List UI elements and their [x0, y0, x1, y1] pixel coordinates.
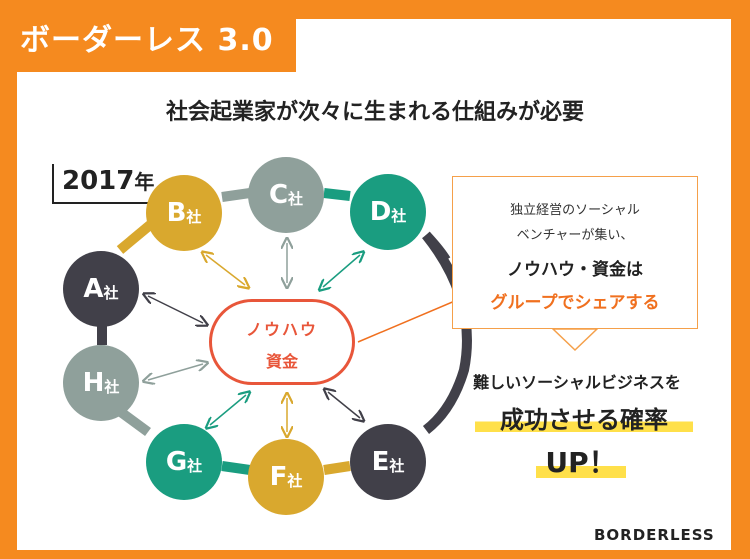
node-d-suffix: 社: [391, 206, 407, 225]
node-a-letter: A: [83, 274, 104, 304]
node-a-suffix: 社: [103, 283, 119, 302]
node-e-letter: E: [371, 447, 390, 477]
arrow-g: [210, 395, 246, 425]
connector-a-b: [116, 221, 154, 254]
connector-e-f: [323, 461, 351, 475]
node-c-suffix: 社: [288, 189, 304, 208]
node-f-suffix: 社: [287, 471, 303, 490]
node-f-letter: F: [269, 462, 288, 492]
hub-line-2: 資金: [265, 352, 298, 371]
callout-line-1: 独立経営のソーシャル: [510, 203, 640, 218]
arrow-e: [328, 392, 360, 418]
arrow-d: [323, 255, 360, 287]
year-label: 2017年: [52, 164, 165, 204]
year-number: 2017: [62, 166, 135, 196]
node-c-letter: C: [268, 180, 289, 210]
node-d-letter: D: [369, 197, 392, 227]
arrow-h: [148, 364, 203, 380]
connector-d-e: [422, 231, 472, 434]
node-e-suffix: 社: [389, 456, 405, 475]
callout-line-3: ノウハウ・資金は: [507, 260, 643, 280]
callout-line-4: グループでシェアする: [490, 293, 660, 313]
node-b-suffix: 社: [186, 207, 202, 226]
connector-c-d: [323, 188, 351, 201]
hub-line-1: ノウハウ: [245, 320, 318, 339]
title-tab: ボーダーレス 3.0: [0, 0, 296, 72]
node-g-suffix: 社: [187, 456, 203, 475]
connector-b-c: [221, 188, 251, 202]
year-suffix: 年: [134, 170, 155, 194]
result-highlight-1: 成功させる確率: [475, 400, 693, 435]
page-title: ボーダーレス 3.0: [20, 23, 274, 58]
node-g-letter: G: [165, 447, 188, 477]
node-h-letter: H: [82, 368, 105, 398]
hub-knowhow-funds: ノウハウ 資金: [209, 299, 355, 385]
headline: 社会起業家が次々に生まれる仕組みが必要: [165, 100, 584, 125]
borderless-logo: BORDERLESS: [594, 526, 715, 544]
result-intro: 難しいソーシャルビジネスを: [473, 373, 681, 392]
callout-pointer: [551, 328, 599, 352]
hub-arrows: [148, 243, 360, 432]
callout-box: 独立経営のソーシャル ベンチャーが集い、 ノウハウ・資金は グループでシェアする: [452, 176, 698, 329]
connector-f-g: [221, 461, 251, 475]
node-b-letter: B: [166, 198, 187, 228]
arrow-b: [206, 255, 245, 285]
callout-line-2: ベンチャーが集い、: [516, 228, 634, 243]
result-highlight-2: UP！: [536, 441, 626, 481]
arrow-a: [148, 296, 203, 323]
connector-d-e-tip: [422, 231, 451, 263]
node-h-suffix: 社: [104, 377, 120, 396]
